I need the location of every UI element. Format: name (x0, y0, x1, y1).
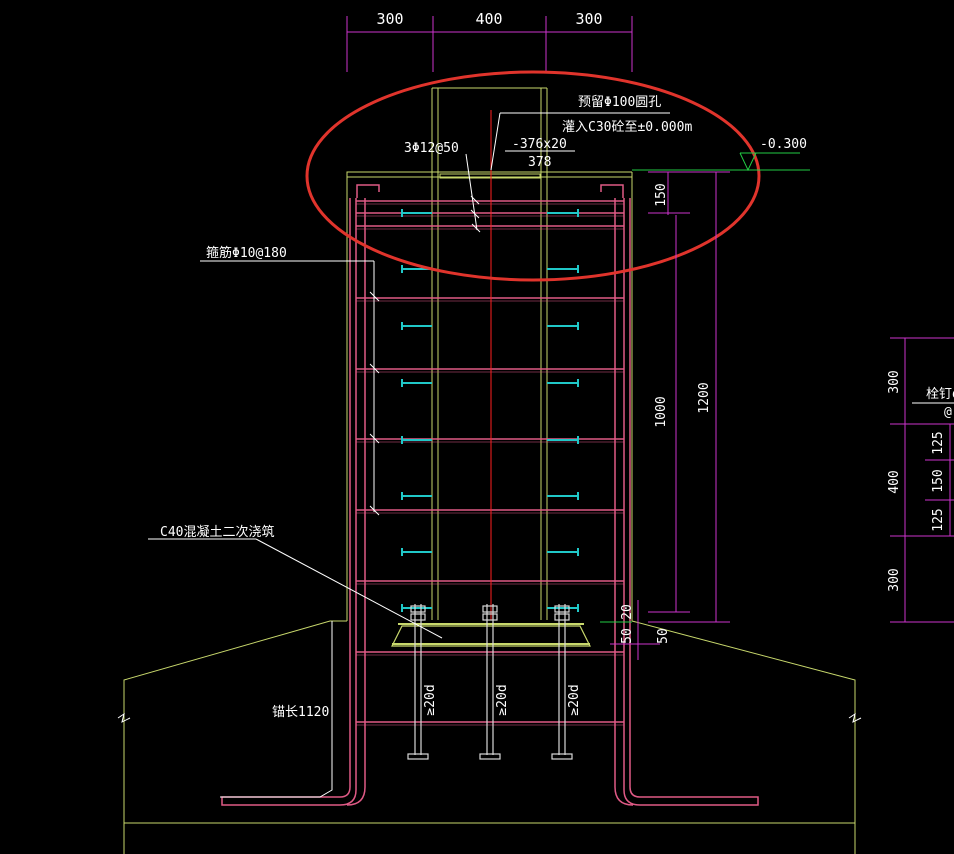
hole-note-line1: 预留Φ100圆孔 (578, 95, 661, 110)
rebar-vertical-right-outer (623, 198, 759, 806)
far-right-note-2: @ (944, 405, 952, 420)
rebar-vertical-left-inner (346, 198, 366, 806)
anchor-nut-top-3 (554, 605, 570, 613)
embed-length-2: ≥20d (495, 684, 510, 715)
stud-group (401, 209, 579, 612)
rdim-50b: 50 (656, 628, 671, 644)
top-dim-300-left: 300 (376, 10, 403, 28)
grout-leader (255, 538, 443, 639)
anchor-nut-top-1 (410, 605, 426, 613)
anchor-nut-1 (410, 613, 426, 621)
far-right-dimension-group: 300 400 300 125 150 125 栓钉d1 @ (887, 337, 954, 623)
base-slab-right-slope (631, 620, 856, 823)
frdim-400: 400 (887, 470, 902, 493)
top-dimension-group: 300 400 300 (346, 10, 633, 72)
grout-pad (391, 625, 591, 647)
level-value: -0.300 (760, 137, 807, 152)
anchor-nut-top-2 (482, 605, 498, 613)
anchor-plate-1 (407, 753, 429, 760)
top-dim-300-right: 300 (575, 10, 602, 28)
frdim-300-bottom: 300 (887, 568, 902, 591)
anchor-nut-3 (554, 613, 570, 621)
break-mark-left (117, 712, 131, 723)
rebar-hook-right (600, 184, 624, 198)
pedestal-outline (123, 87, 856, 854)
frdim-125-a: 125 (931, 431, 946, 454)
plate-width-note: 378 (528, 155, 551, 170)
annotations: 预留Φ100圆孔 灌入C30砼至±0.000m 3Φ12@50 -376x20 … (148, 95, 692, 798)
rebar-group (221, 184, 759, 806)
rdim-1000: 1000 (654, 396, 669, 427)
top-rebar-tick-2 (470, 209, 480, 219)
stirrup-group (356, 200, 624, 726)
hole-note-line2: 灌入C30砼至±0.000m (562, 120, 692, 135)
hole-note-leader-2 (490, 112, 501, 171)
rebar-vertical-right-inner (614, 198, 634, 806)
right-dimension-group: 150 1000 1200 20 50 50 (610, 171, 730, 660)
rdim-50a: 50 (620, 628, 635, 644)
top-dim-400: 400 (475, 10, 502, 28)
anchor-length-leader (220, 621, 333, 798)
highlight-ellipse (305, 70, 761, 282)
frdim-150: 150 (931, 469, 946, 492)
rebar-vertical-left-outer (221, 198, 357, 806)
rdim-150: 150 (654, 183, 669, 206)
level-mark: -0.300 (632, 137, 810, 172)
rdim-20: 20 (620, 604, 635, 620)
frdim-125-b: 125 (931, 508, 946, 531)
pedestal-outline-left (346, 171, 632, 621)
frdim-300-top: 300 (887, 370, 902, 393)
anchor-plate-2 (479, 753, 501, 760)
anchor-bolt-group: ≥20d ≥20d ≥20d (407, 604, 582, 760)
embed-length-3: ≥20d (567, 684, 582, 715)
top-rebar-leader (465, 153, 478, 231)
top-rebar-tick-1 (470, 195, 480, 205)
base-slab-left-slope (123, 620, 347, 823)
anchor-nut-2 (482, 613, 498, 621)
break-mark-right (848, 712, 862, 723)
plate-note: -376x20 (512, 137, 567, 152)
top-rebar-note: 3Φ12@50 (404, 141, 459, 156)
stirrup-note: 箍筋Φ10@180 (206, 245, 287, 261)
embed-length-1: ≥20d (423, 684, 438, 715)
anchor-length-note: 锚长1120 (272, 705, 329, 720)
rdim-1200: 1200 (697, 382, 712, 413)
far-right-note: 栓钉d1 (926, 387, 954, 402)
grout-note: C40混凝土二次浇筑 (160, 524, 274, 540)
top-rebar-tick-3 (471, 223, 481, 233)
embed-plate (439, 173, 541, 179)
level-triangle (739, 152, 757, 172)
anchor-plate-3 (551, 753, 573, 760)
base-plate-group (391, 623, 591, 647)
rebar-hook-left (356, 184, 380, 198)
